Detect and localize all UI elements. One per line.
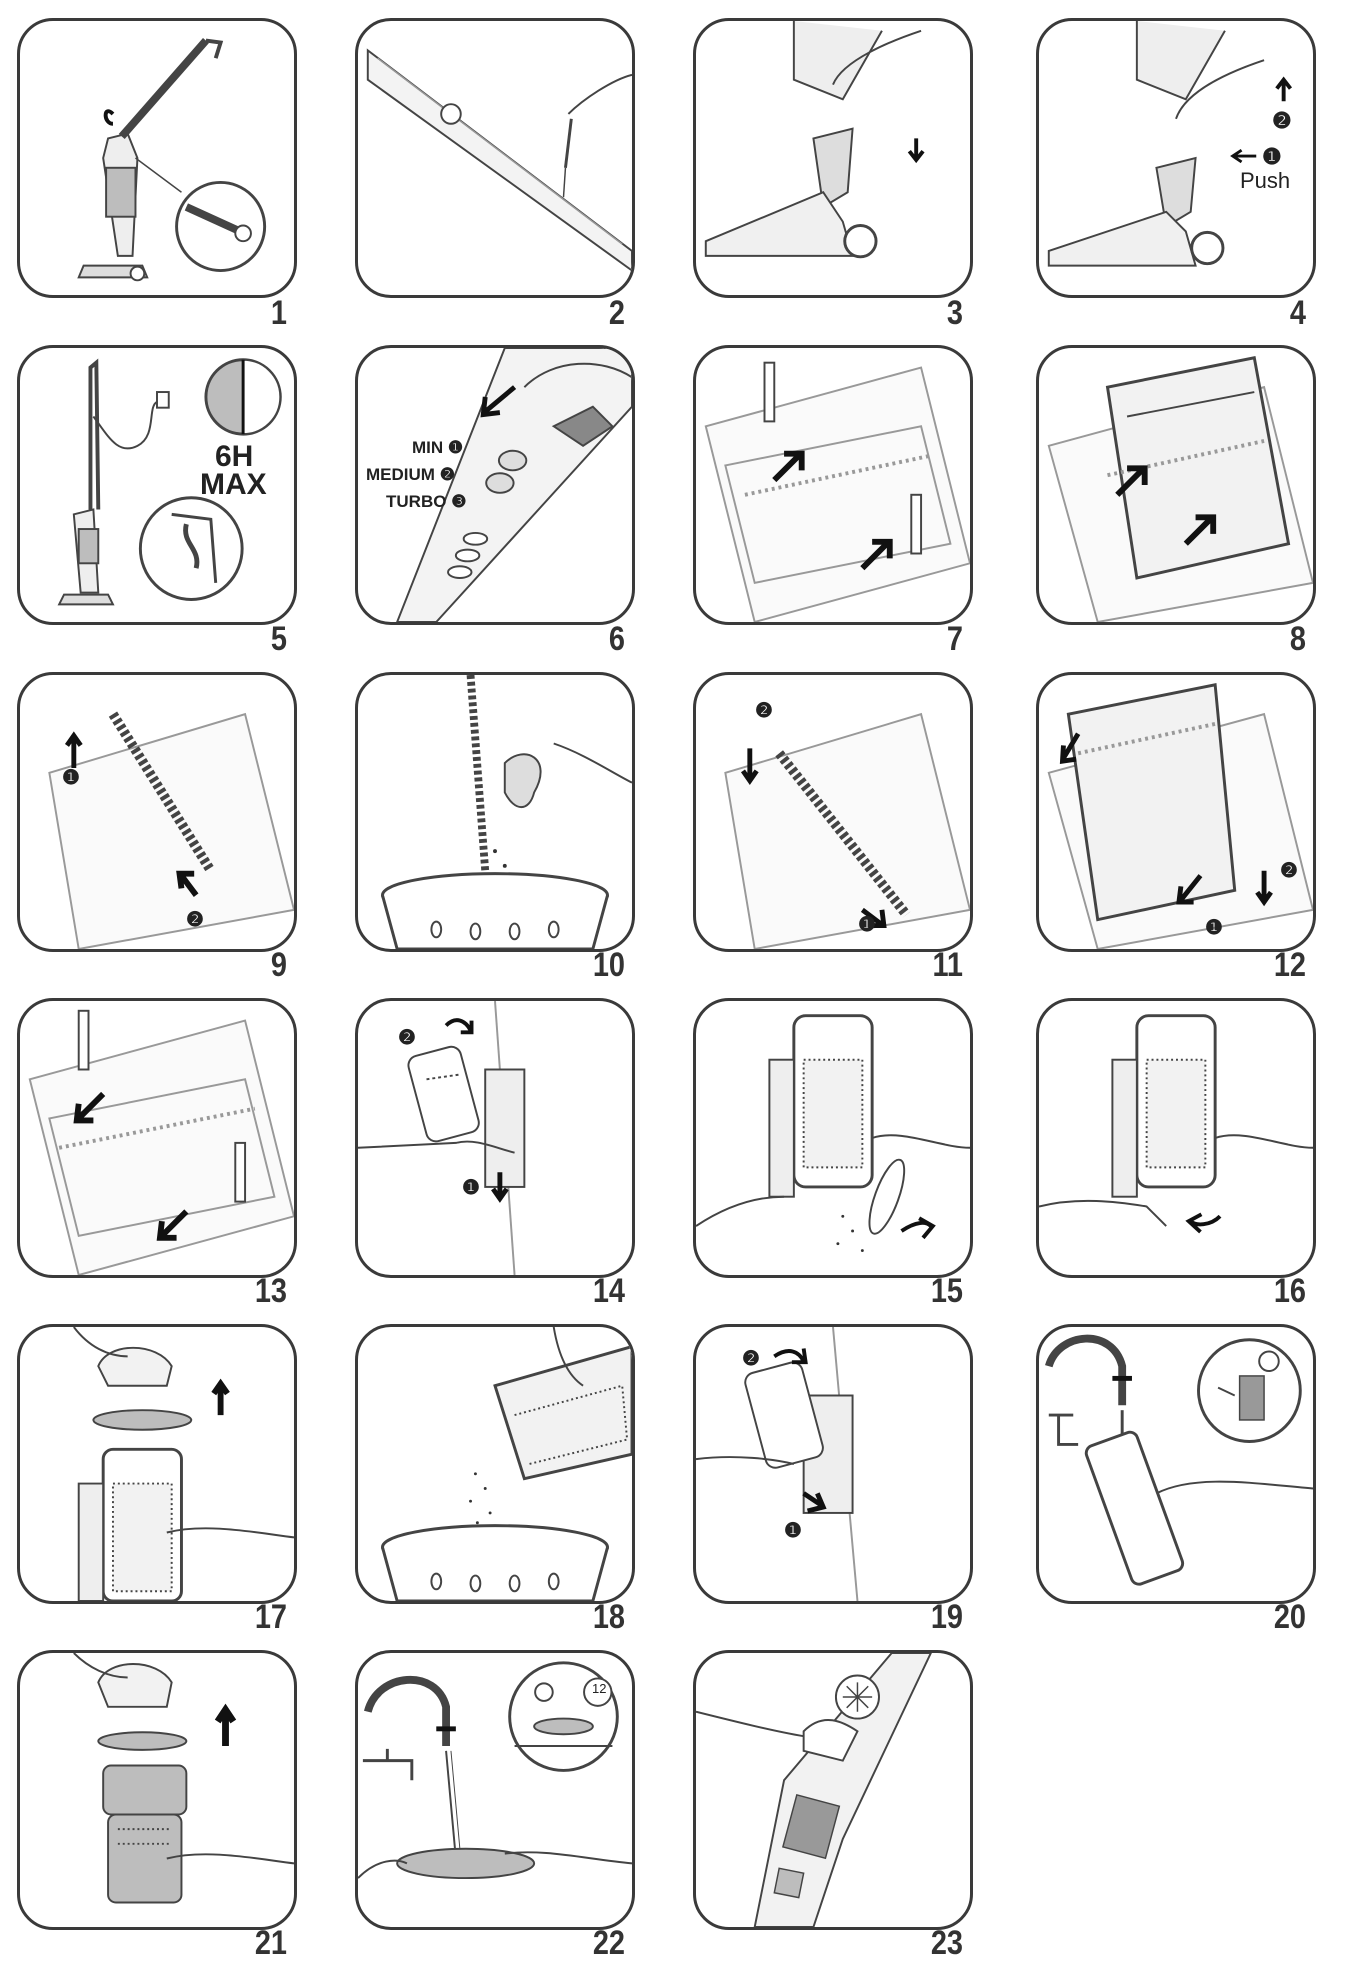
remove-brush-cover-illustration (1047, 356, 1313, 622)
step-panel-21 (17, 1650, 297, 1930)
wipe-vacuum-illustration (696, 1653, 932, 1927)
step-panel-23 (693, 1650, 973, 1930)
marker-1-step-4: ❶ (1262, 144, 1282, 169)
replace-brush-cover-illustration (1047, 683, 1313, 949)
step-number-9: 9 (270, 946, 287, 984)
step-panel-13 (17, 998, 297, 1278)
empty-filter-illustration (380, 1327, 632, 1601)
clean-brush-roll-illustration (380, 675, 632, 949)
reinsert-dust-container-illustration (696, 1327, 859, 1601)
open-filter-cover-illustration (73, 1327, 294, 1601)
remove-dust-container-illustration (358, 1001, 526, 1275)
step-number-17: 17 (254, 1598, 287, 1636)
step-panel-14 (355, 998, 635, 1278)
step-number-18: 18 (592, 1598, 625, 1636)
step-number-1: 1 (270, 294, 287, 332)
step-number-10: 10 (592, 946, 625, 984)
charging-illustration (57, 358, 282, 606)
reinsert-brush-roll-illustration (724, 712, 970, 949)
step-panel-7 (693, 345, 973, 625)
handle-screw-illustration (366, 48, 632, 272)
rinse-container-illustration (1045, 1334, 1313, 1586)
step-panel-4 (1036, 18, 1316, 298)
step-panel-6 (355, 345, 635, 625)
step-number-6: 6 (608, 620, 625, 658)
marker-2-step-14: ❷ (398, 1027, 416, 1049)
step-panel-16 (1036, 998, 1316, 1278)
marker-1-step-14: ❶ (462, 1177, 480, 1199)
marker-2-step-19: ❷ (742, 1348, 760, 1370)
step-panel-22 (355, 1650, 635, 1930)
step-panel-2 (355, 18, 635, 298)
marker-2-step-12: ❷ (1280, 860, 1298, 882)
step-panel-12 (1036, 672, 1316, 952)
step-number-5: 5 (270, 620, 287, 658)
step-number-21: 21 (254, 1924, 287, 1962)
unlock-brush-cover-illustration (704, 361, 970, 622)
step-panel-3 (693, 18, 973, 298)
attach-floor-head-illustration (704, 21, 925, 259)
marker-2-step-4: ❷ (1272, 108, 1292, 133)
step-number-13: 13 (254, 1272, 287, 1310)
marker-2-step-9: ❷ (186, 909, 204, 931)
marker-1-step-9: ❶ (62, 767, 80, 789)
step-panel-20 (1036, 1324, 1316, 1604)
step-panel-15 (693, 998, 973, 1278)
step-number-11: 11 (932, 946, 963, 984)
step-number-20: 20 (1273, 1598, 1306, 1636)
step-panel-17 (17, 1324, 297, 1604)
detach-floor-head-illustration (1047, 21, 1293, 267)
step-panel-11 (693, 672, 973, 952)
marker-2-step-11: ❷ (755, 700, 773, 722)
step-number-8: 8 (1289, 620, 1306, 658)
close-dust-container-illustration (1039, 1014, 1313, 1234)
step-number-14: 14 (592, 1272, 625, 1310)
step-number-3: 3 (946, 294, 963, 332)
step-panel-10 (355, 672, 635, 952)
wash-filter-illustration (358, 1661, 632, 1880)
remove-brush-roll-illustration (48, 711, 294, 949)
step-number-15: 15 (930, 1272, 963, 1310)
power-button-illustration (396, 348, 632, 622)
marker-1-step-11: ❶ (858, 914, 876, 936)
speed-min-label: MIN ❶ (412, 438, 464, 457)
step-number-12: 12 (1273, 946, 1306, 984)
step-number-2: 2 (608, 294, 625, 332)
step-panel-19 (693, 1324, 973, 1604)
charge-hours-label: 6H (215, 440, 254, 473)
step-panel-5 (17, 345, 297, 625)
marker-1-step-19: ❶ (784, 1520, 802, 1542)
step-number-19: 19 (930, 1598, 963, 1636)
step-panel-9 (17, 672, 297, 952)
empty-dust-container-illustration (696, 1014, 970, 1253)
step-number-22: 22 (592, 1924, 625, 1962)
charge-max-label: MAX (200, 468, 267, 501)
remove-filter-illustration (73, 1653, 294, 1904)
step-number-7: 7 (946, 620, 963, 658)
step-panel-18 (355, 1324, 635, 1604)
push-label: Push (1240, 168, 1291, 193)
lock-brush-cover-illustration (28, 1009, 294, 1275)
stick-vacuum-assembly-illustration (77, 37, 267, 282)
speed-turbo-label: TURBO ❸ (386, 492, 467, 511)
timer-label: 12 (592, 1681, 607, 1696)
step-number-4: 4 (1289, 294, 1306, 332)
marker-1-step-12: ❶ (1205, 917, 1223, 939)
step-panel-1 (17, 18, 297, 298)
step-number-23: 23 (930, 1924, 963, 1962)
step-number-16: 16 (1273, 1272, 1306, 1310)
step-panel-8 (1036, 345, 1316, 625)
speed-medium-label: MEDIUM ❷ (366, 465, 455, 484)
